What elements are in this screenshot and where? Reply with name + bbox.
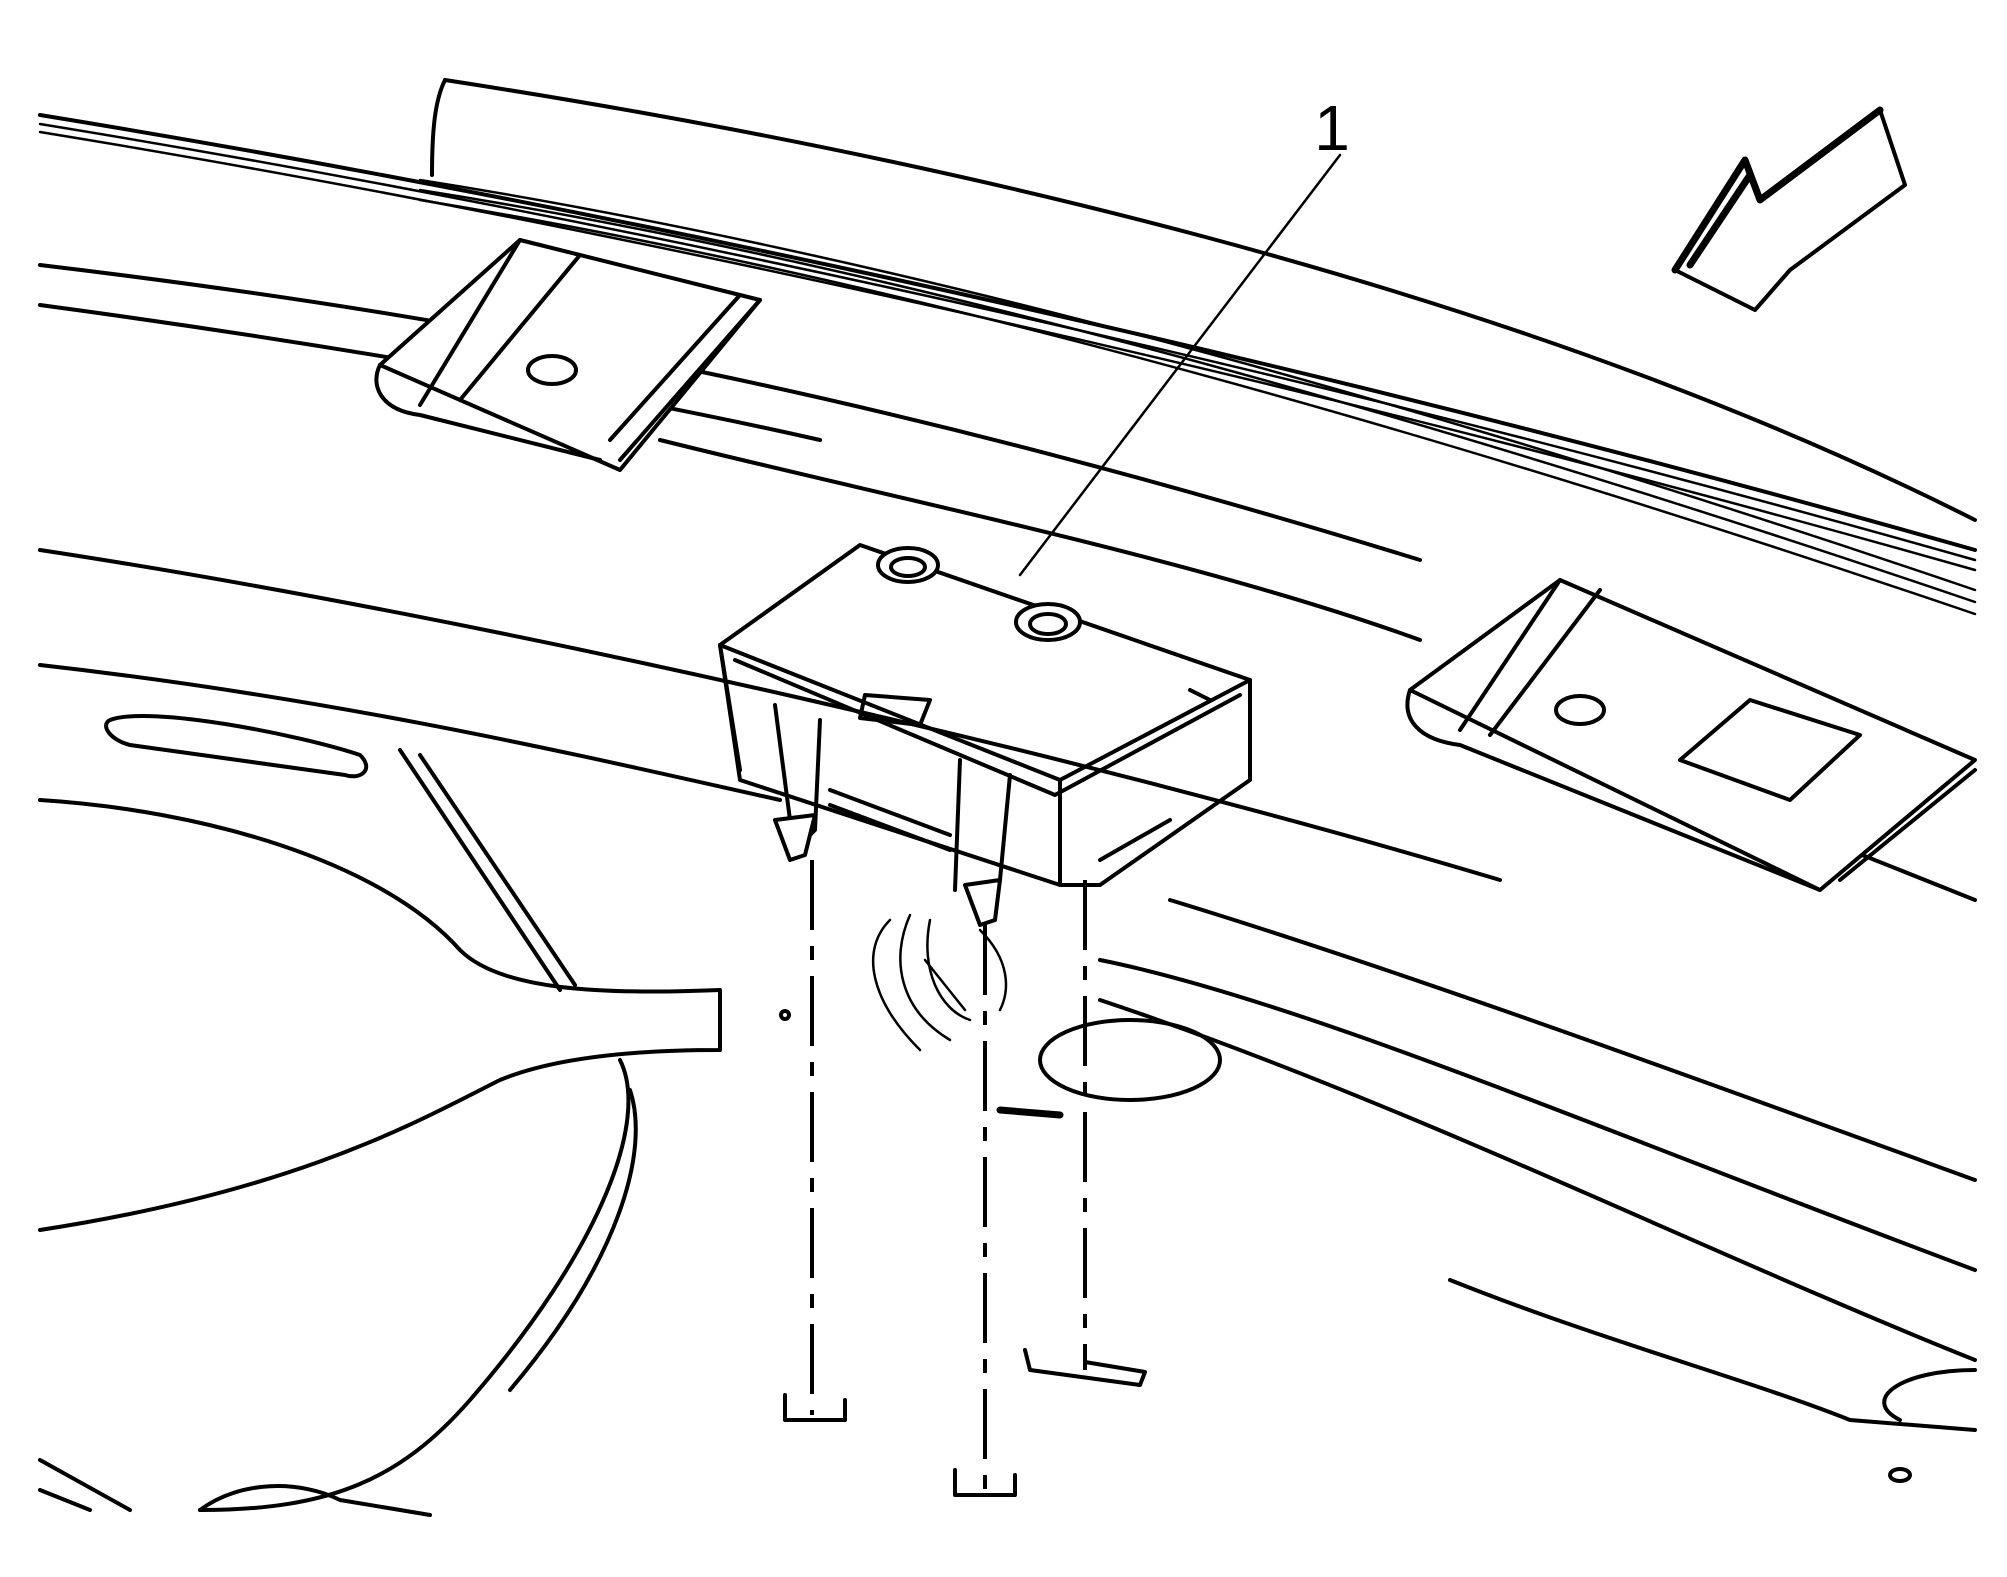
module-housing (718, 543, 1252, 892)
left-mounting-pad (374, 238, 762, 472)
right-mounting-pad (1405, 578, 1977, 892)
wiring-harness (871, 913, 1008, 1052)
callout-1: 1 (1018, 92, 1350, 577)
callout-leader-line (1018, 153, 1342, 577)
install-guide-lines (810, 860, 1087, 1490)
callout-label: 1 (1314, 92, 1350, 164)
retaining-clip-left (773, 813, 817, 862)
mounting-slots (783, 1348, 1147, 1497)
lower-structure (38, 548, 1977, 1517)
direction-arrow-icon (1671, 106, 1907, 312)
retaining-clip-center (963, 878, 1002, 927)
